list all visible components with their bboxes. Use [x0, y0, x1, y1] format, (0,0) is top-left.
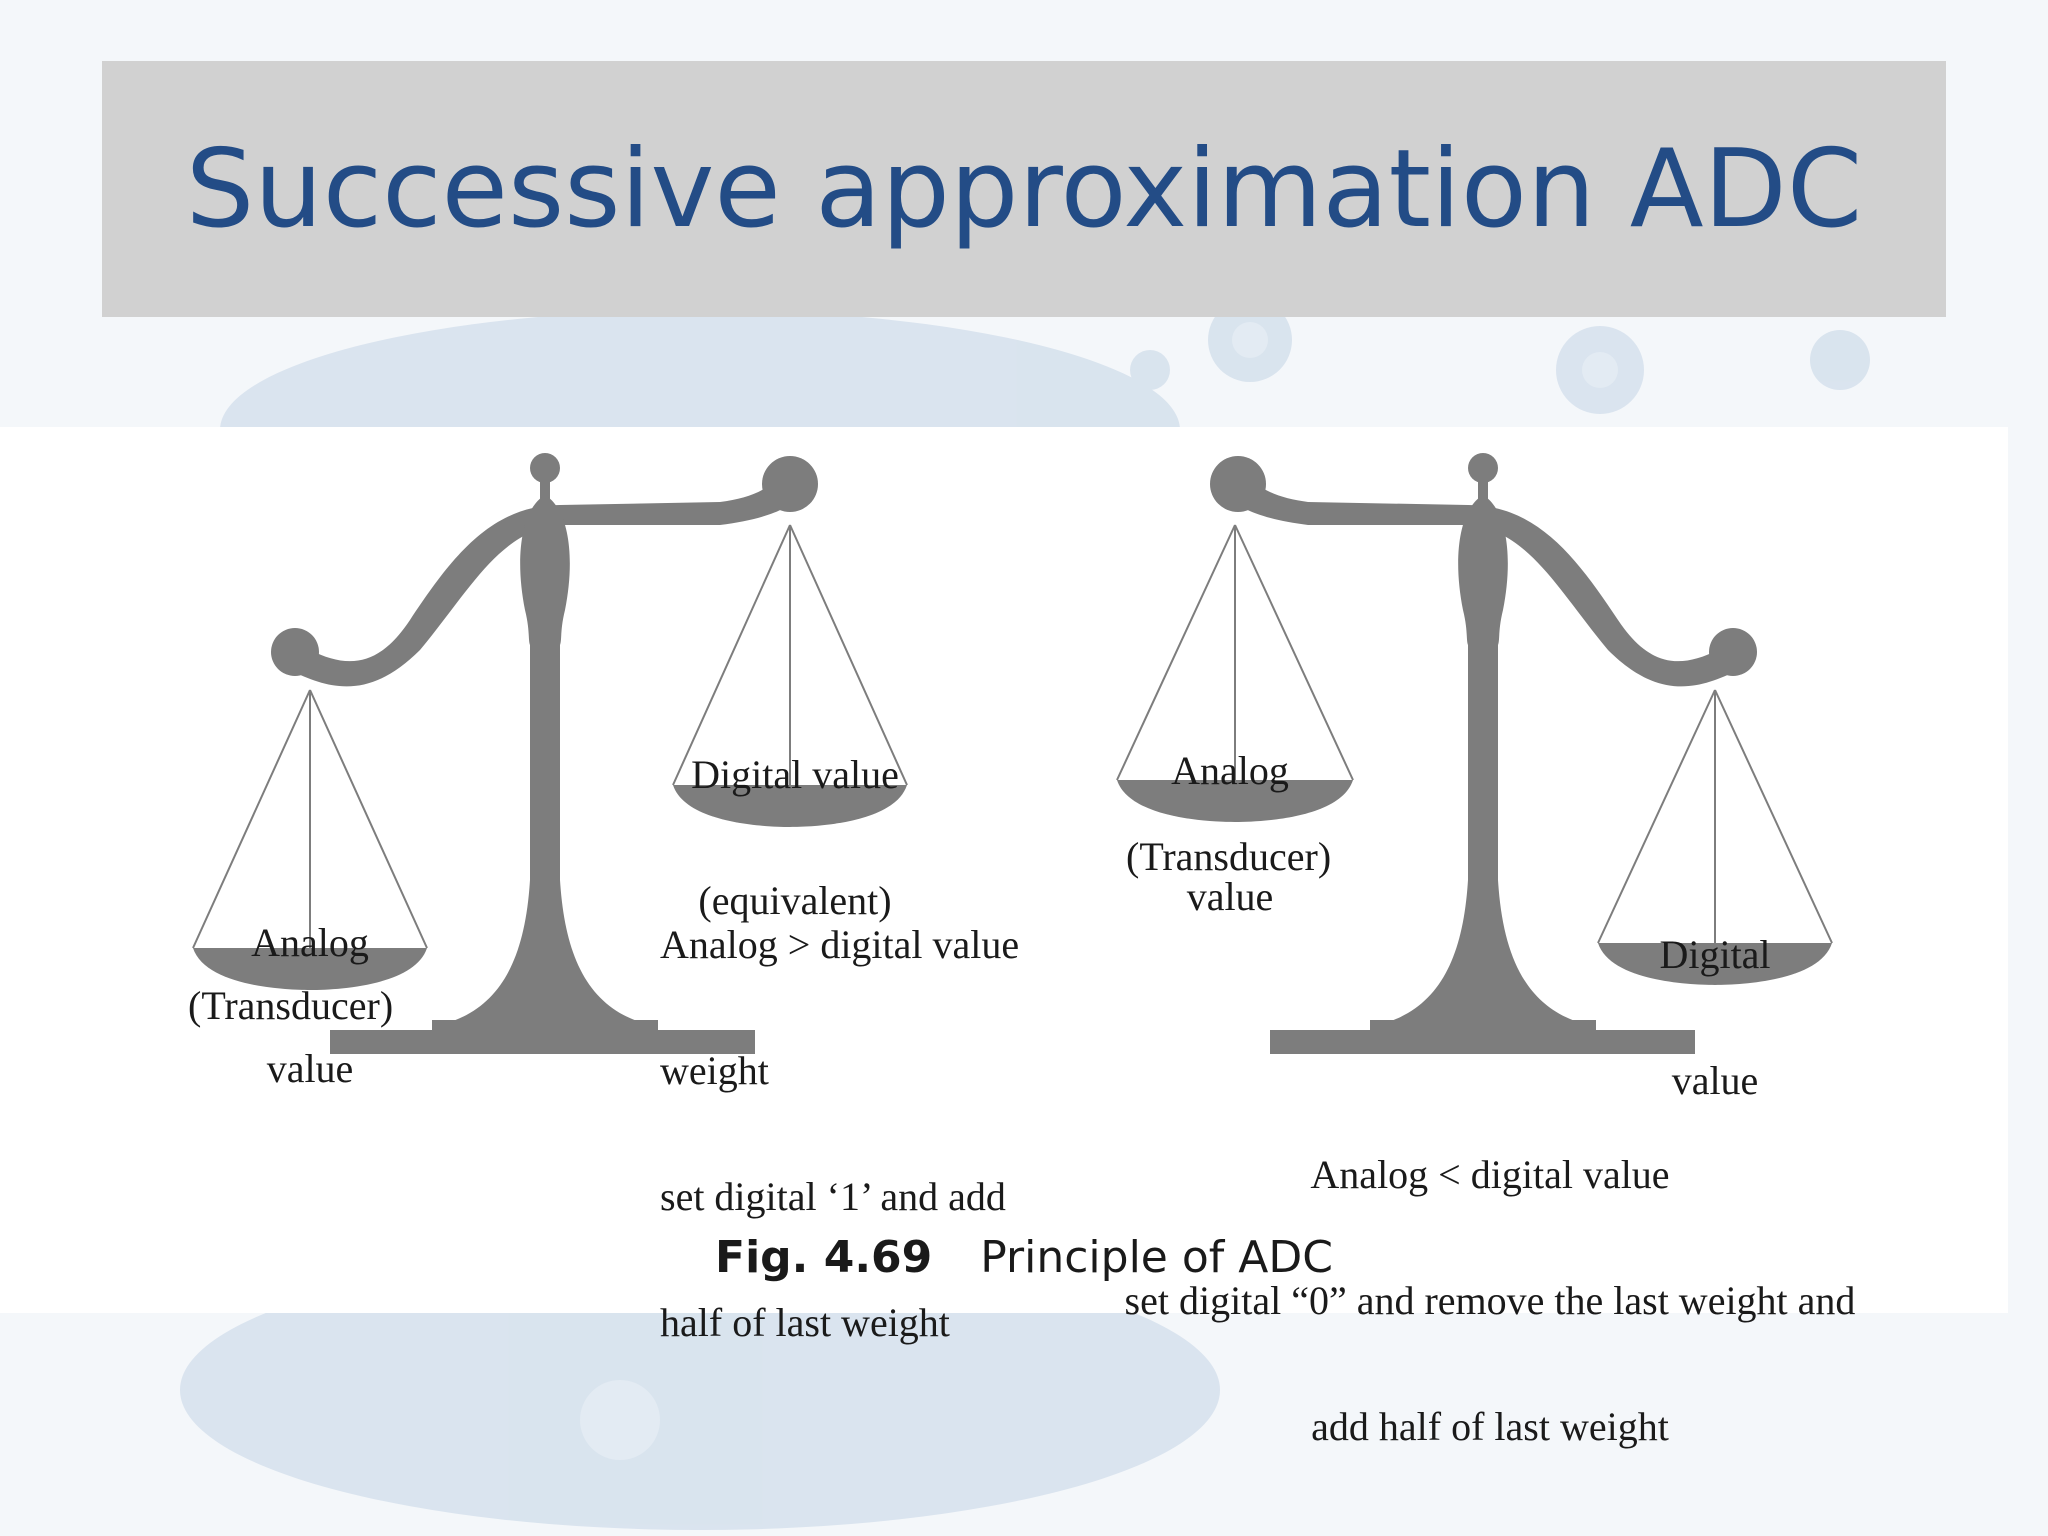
- figure-caption: Fig. 4.69 Principle of ADC: [0, 1232, 2048, 1283]
- left-scale-note: Analog > digital value weight set digita…: [660, 922, 1020, 1345]
- title-band: [102, 61, 1946, 317]
- right-high-pan-label: Analog value: [1171, 748, 1289, 919]
- right-high-pan-sublabel: (Transducer): [1126, 834, 1332, 879]
- figure-number: Fig. 4.69: [715, 1232, 933, 1283]
- left-low-pan-label: Analog value: [251, 920, 369, 1091]
- figure-caption-text: Principle of ADC: [980, 1232, 1333, 1283]
- left-high-pan-label: Digital value (equivalent): [691, 752, 899, 923]
- left-low-pan-sublabel: (Transducer): [188, 983, 394, 1028]
- figure-panel: [0, 427, 2008, 1313]
- right-scale-pan-strings: [1116, 524, 1833, 944]
- right-low-pan-label: Digital value: [1659, 932, 1771, 1103]
- right-balance-scale: [1117, 453, 1832, 1054]
- left-balance-scale: [193, 453, 907, 1054]
- right-scale-note: Analog < digital value set digital “0” a…: [1124, 1152, 1856, 1449]
- slide-title: Successive approximation ADC: [185, 127, 1863, 252]
- left-scale-pan-strings: [192, 524, 908, 949]
